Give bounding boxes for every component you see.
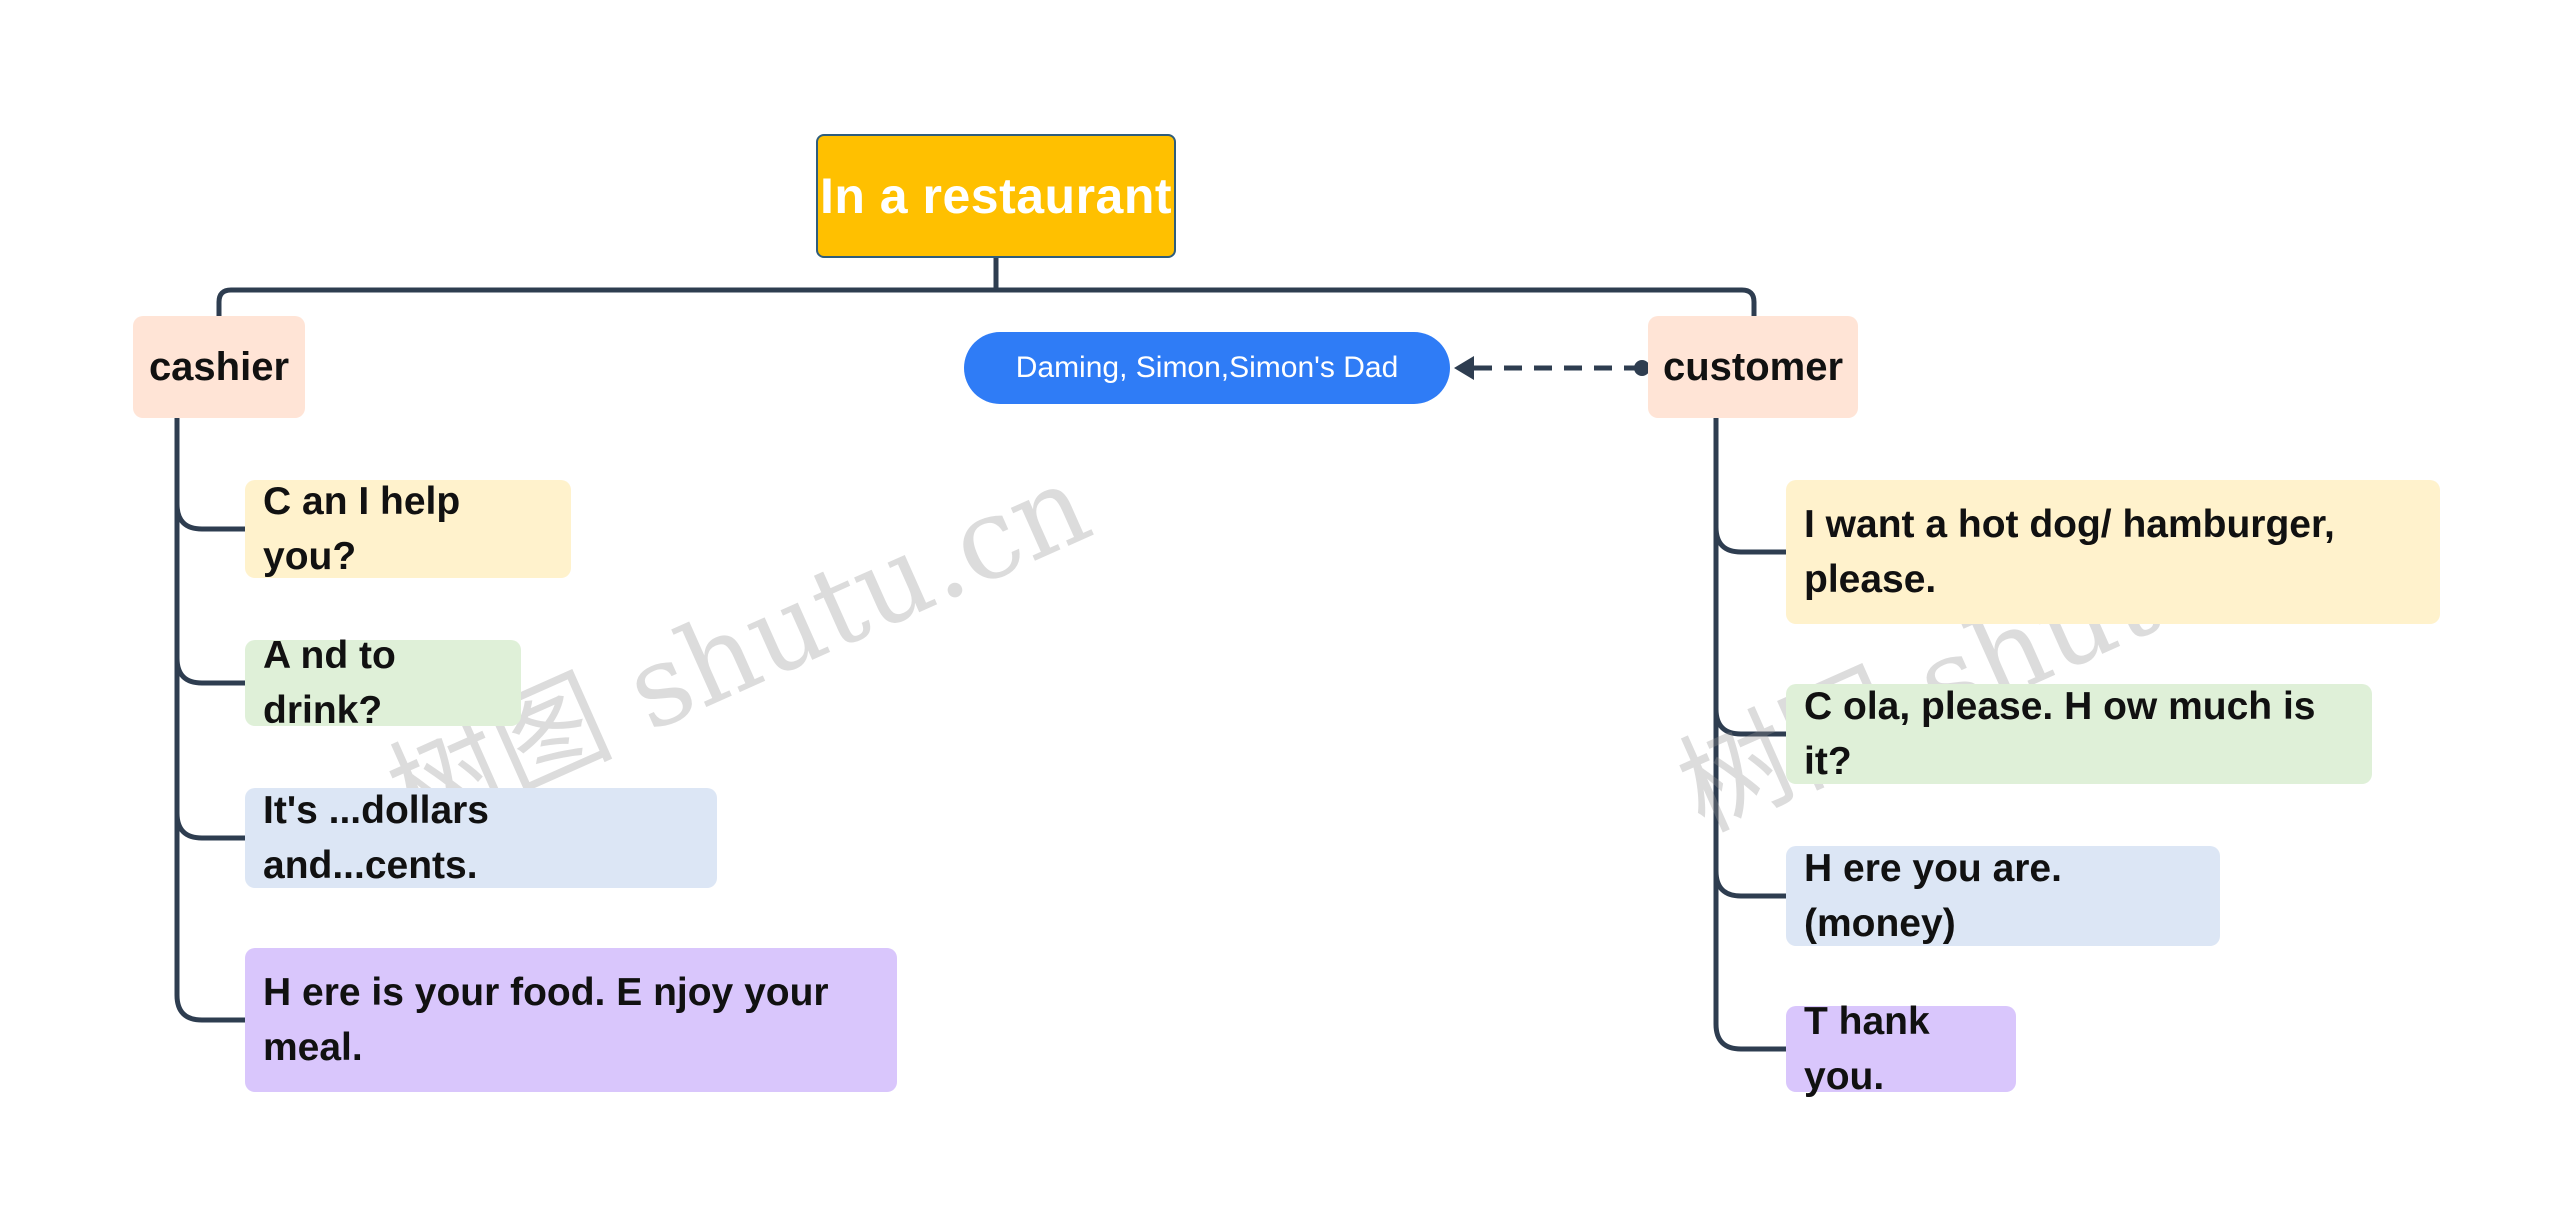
customer-item-3[interactable]: H ere you are.(money)	[1786, 846, 2220, 946]
left-arrowhead-icon	[1454, 356, 1474, 380]
customer-item-1[interactable]: I want a hot dog/ hamburger, please.	[1786, 480, 2440, 624]
cashier-item-1[interactable]: C an I help you?	[245, 480, 571, 578]
root-node[interactable]: In a restaurant	[816, 134, 1176, 258]
customer-item-4[interactable]: T hank you.	[1786, 1000, 2016, 1098]
customer-connector-4	[1713, 868, 1789, 1052]
customer-connector-2	[1713, 524, 1789, 737]
branch-bar	[216, 287, 1757, 319]
customer-connector-3	[1713, 706, 1789, 899]
cashier-item-2[interactable]: A nd to drink?	[245, 634, 521, 732]
cashier-item-4[interactable]: H ere is your food. E njoy your meal.	[245, 948, 897, 1092]
branch-node-cashier[interactable]: cashier	[133, 316, 305, 418]
customer-connector-1	[1713, 415, 1789, 555]
branch-node-customer[interactable]: customer	[1648, 316, 1858, 418]
cashier-connector-4	[174, 810, 248, 1023]
relationship-label[interactable]: Daming, Simon,Simon's Dad	[964, 332, 1450, 404]
cashier-item-3[interactable]: It's ...dollars and...cents.	[245, 788, 717, 888]
dot-icon	[1634, 360, 1650, 376]
customer-item-2[interactable]: C ola, please. H ow much is it?	[1786, 684, 2372, 784]
cashier-connector-1	[174, 415, 248, 532]
